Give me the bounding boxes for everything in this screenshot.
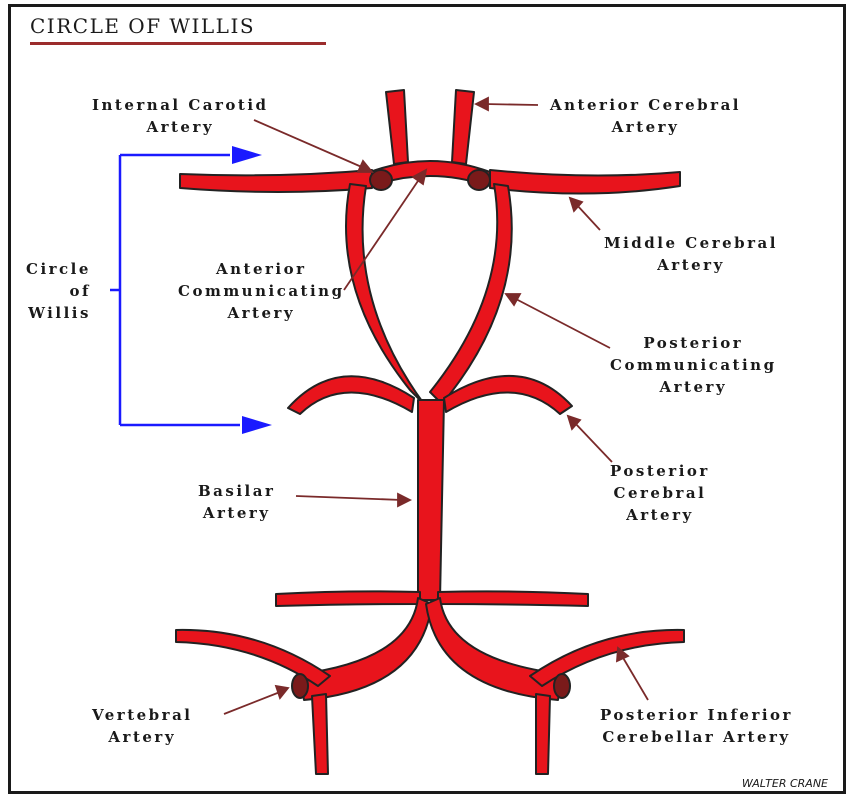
label-posterior-inferior-cerebellar: Posterior Inferior Cerebellar Artery bbox=[600, 704, 793, 748]
internal-carotid-junction-right bbox=[468, 170, 490, 190]
label-internal-carotid: Internal Carotid Artery bbox=[92, 94, 269, 138]
label-circle-of-willis: Circle of Willis bbox=[26, 258, 91, 324]
label-basilar: Basilar Artery bbox=[198, 480, 275, 524]
pointer-anterior-cerebral bbox=[484, 104, 538, 105]
pointer-vertebral bbox=[224, 692, 280, 714]
cerebellar-branch-left bbox=[276, 591, 420, 606]
posterior-communicating-left bbox=[346, 184, 424, 404]
pointer-internal-carotid bbox=[254, 120, 364, 168]
label-anterior-communicating: Anterior Communicating Artery bbox=[178, 258, 345, 324]
pointer-posterior-communicating bbox=[514, 298, 610, 348]
pica-left bbox=[176, 630, 330, 686]
posterior-cerebral-left bbox=[288, 376, 414, 414]
bracket-arrow-top bbox=[232, 146, 262, 164]
middle-cerebral-left bbox=[180, 170, 372, 192]
pointer-middle-cerebral bbox=[576, 204, 600, 230]
pica-right bbox=[530, 630, 684, 686]
pointer-pica bbox=[622, 656, 648, 700]
pointer-posterior-cerebral bbox=[574, 422, 612, 462]
vertebral-junction-right bbox=[554, 674, 570, 698]
pointer-basilar bbox=[296, 496, 402, 500]
cerebellar-branch-right bbox=[438, 591, 588, 606]
label-middle-cerebral: Middle Cerebral Artery bbox=[604, 232, 778, 276]
vertebral-left-stem bbox=[312, 694, 328, 774]
label-anterior-cerebral: Anterior Cerebral Artery bbox=[550, 94, 741, 138]
basilar-trunk bbox=[418, 400, 444, 600]
vertebral-junction-left bbox=[292, 674, 308, 698]
label-posterior-communicating: Posterior Communicating Artery bbox=[610, 332, 777, 398]
posterior-communicating-right bbox=[430, 184, 512, 404]
bracket-arrow-bottom bbox=[242, 416, 272, 434]
posterior-cerebral-right bbox=[444, 376, 572, 414]
label-posterior-cerebral: Posterior Cerebral Artery bbox=[610, 460, 710, 526]
label-vertebral: Vertebral Artery bbox=[92, 704, 193, 748]
artist-signature: WALTER CRANE bbox=[742, 777, 828, 790]
internal-carotid-junction-left bbox=[370, 170, 392, 190]
vertebral-right-stem bbox=[536, 694, 550, 774]
anterior-cerebral-right bbox=[452, 90, 474, 164]
middle-cerebral-right bbox=[490, 170, 680, 194]
anterior-cerebral-left bbox=[386, 90, 408, 164]
